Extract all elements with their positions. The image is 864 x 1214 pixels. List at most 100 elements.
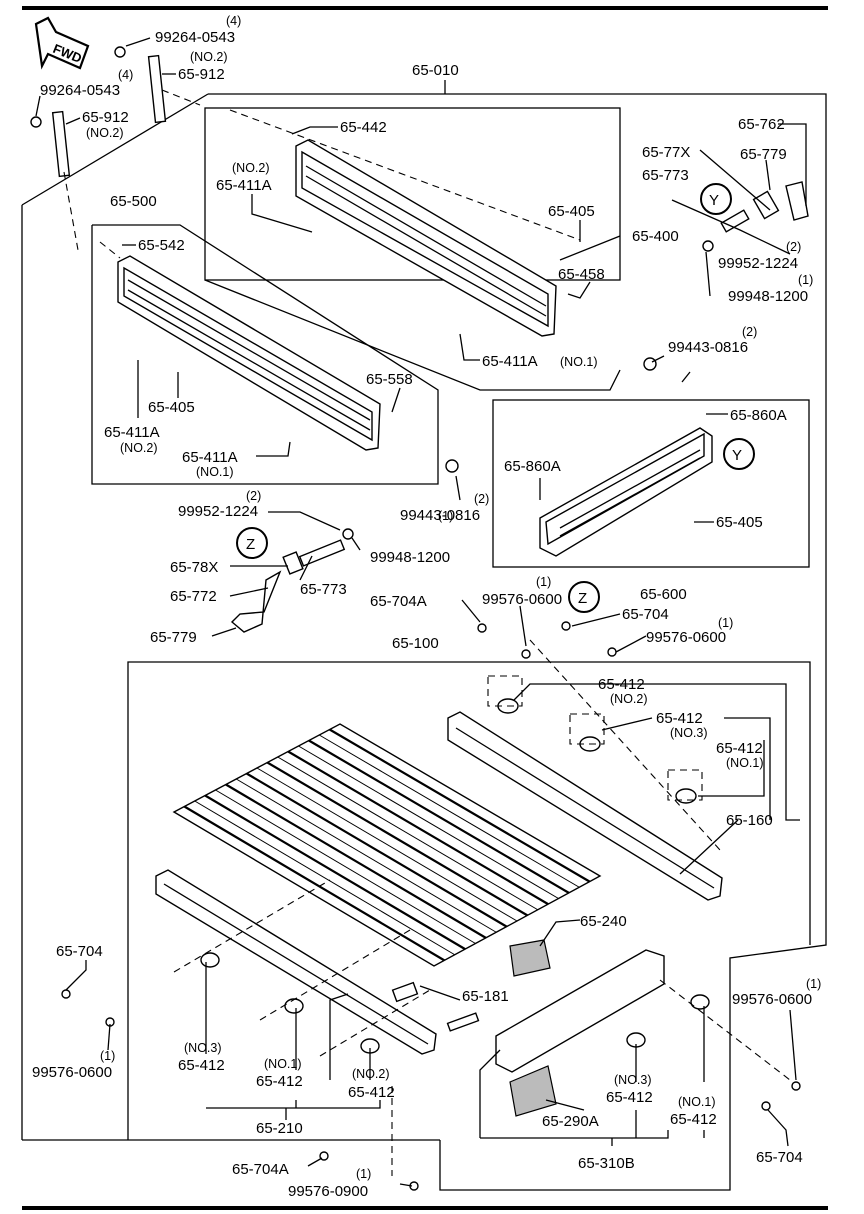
floor-rib — [204, 794, 466, 951]
label-99952-1224-a: 99952-1224 — [718, 255, 798, 272]
svg-text:(NO.1): (NO.1) — [678, 1095, 716, 1109]
label-65-411a-d: 65-411A — [182, 449, 238, 466]
sill-65-310b — [391, 939, 665, 1117]
svg-text:(1): (1) — [718, 616, 733, 630]
label-65-779-b: 65-779 — [150, 629, 197, 646]
marker-y2: Y — [723, 438, 755, 470]
svg-text:(NO.1): (NO.1) — [196, 465, 234, 479]
label-65-542: 65-542 — [138, 237, 185, 254]
floor-rib — [215, 789, 476, 944]
label-65-704-c: 65-704 — [756, 1149, 803, 1166]
label-65-411a-a: 65-411A — [216, 177, 272, 194]
fwd-arrow-icon: FWD — [34, 16, 90, 70]
label-65-412-d: 65-412 — [178, 1057, 225, 1074]
label-65-860a-a: 65-860A — [730, 407, 787, 424]
label-99948-1200-a: 99948-1200 — [728, 288, 808, 305]
floor-rib — [225, 783, 487, 939]
label-65-558: 65-558 — [366, 371, 413, 388]
label-65-412-c: 65-412 — [716, 740, 763, 757]
label-65-405-b: 65-405 — [148, 399, 195, 416]
marker-z2: Z — [568, 581, 600, 613]
label-65-78x: 65-78X — [170, 559, 218, 576]
floor-deck-65-100 — [172, 723, 602, 967]
svg-text:(2): (2) — [474, 492, 489, 506]
label-65-210: 65-210 — [256, 1120, 303, 1137]
panel-65-600 — [539, 427, 713, 557]
label-65-400: 65-400 — [632, 228, 679, 245]
caps-65-412 — [200, 698, 710, 1054]
svg-text:(2): (2) — [246, 489, 261, 503]
label-99576-0600-c: 99576-0600 — [32, 1064, 112, 1081]
marker-y1: Y — [700, 183, 732, 215]
box-65-500 — [91, 224, 439, 485]
floor-rib — [308, 739, 570, 894]
label-65-912-b: 65-912 — [82, 109, 129, 126]
svg-text:(4): (4) — [226, 14, 241, 28]
label-99948-1200-b: 99948-1200 — [370, 549, 450, 566]
label-65-704a-a: 65-704A — [370, 593, 427, 610]
svg-text:(1): (1) — [356, 1167, 371, 1181]
label-65-411a-c: 65-411A — [104, 424, 160, 441]
label-65-773-b: 65-773 — [300, 581, 347, 598]
svg-text:(1): (1) — [798, 273, 813, 287]
svg-text:(1): (1) — [100, 1049, 115, 1063]
svg-text:(NO.2): (NO.2) — [190, 50, 228, 64]
label-99576-0600-d: 99576-0600 — [732, 991, 812, 1008]
svg-text:(NO.3): (NO.3) — [614, 1073, 652, 1087]
floor-rib — [235, 778, 497, 933]
dashed-boxes — [173, 639, 791, 1176]
floor-rib — [266, 761, 528, 917]
stake-65-912-a — [147, 54, 167, 124]
floor-rib — [329, 728, 591, 883]
svg-text:Y: Y — [709, 192, 719, 209]
label-65-860a-b: 65-860A — [504, 458, 561, 475]
svg-text:(NO.2): (NO.2) — [86, 126, 124, 140]
svg-text:(NO.2): (NO.2) — [232, 161, 270, 175]
svg-text:(NO.1): (NO.1) — [560, 355, 598, 369]
svg-text:Y: Y — [732, 447, 742, 464]
label-65-779-a: 65-779 — [740, 146, 787, 163]
handle-assembly-y — [720, 181, 809, 233]
label-99264-0543-a: 99264-0543 — [155, 29, 235, 46]
label-65-310b: 65-310B — [578, 1155, 635, 1172]
svg-text:(NO.3): (NO.3) — [184, 1041, 222, 1055]
assembly-65-010-outline — [208, 93, 827, 1191]
label-65-290a: 65-290A — [542, 1113, 599, 1130]
label-65-458: 65-458 — [558, 266, 605, 283]
label-99264-0543-b: 99264-0543 — [40, 82, 120, 99]
svg-text:(2): (2) — [742, 325, 757, 339]
label-65-412-f: 65-412 — [348, 1084, 395, 1101]
label-65-412-b: 65-412 — [656, 710, 703, 727]
floor-rib — [256, 767, 518, 922]
svg-text:(NO.2): (NO.2) — [120, 441, 158, 455]
box-65-400 — [204, 107, 621, 281]
label-65-704-b: 65-704 — [56, 943, 103, 960]
svg-text:(NO.2): (NO.2) — [352, 1067, 390, 1081]
label-65-412-a: 65-412 — [598, 676, 645, 693]
label-99443-0816-b: 99443-0816 — [400, 507, 480, 524]
floor-rib — [246, 772, 508, 928]
label-65-405-c: 65-405 — [716, 514, 763, 531]
label-65-160: 65-160 — [726, 812, 773, 829]
svg-text:(NO.2): (NO.2) — [610, 692, 648, 706]
label-65-772: 65-772 — [170, 588, 217, 605]
panel-65-500 — [99, 241, 381, 451]
floor-rib — [183, 805, 445, 962]
floor-rib — [277, 756, 539, 911]
label-65-181: 65-181 — [462, 988, 509, 1005]
label-65-411a-b: 65-411A — [482, 353, 538, 370]
label-65-500: 65-500 — [110, 193, 157, 210]
label-99576-0600-b: 99576-0600 — [646, 629, 726, 646]
label-99443-0816-a: 99443-0816 — [668, 339, 748, 356]
label-65-77x: 65-77X — [642, 144, 690, 161]
part-labels: 99264-0543 (4) (NO.2) (4) 65-912 99264-0… — [32, 14, 821, 1200]
bolt-99264-0543-b — [30, 116, 42, 128]
marker-z1: Z — [236, 527, 268, 559]
svg-text:(4): (4) — [118, 68, 133, 82]
leader-lines — [35, 37, 807, 1187]
label-65-773-a: 65-773 — [642, 167, 689, 184]
stake-65-912-b — [51, 110, 71, 178]
label-65-412-h: 65-412 — [670, 1111, 717, 1128]
label-65-704-a: 65-704 — [622, 606, 669, 623]
